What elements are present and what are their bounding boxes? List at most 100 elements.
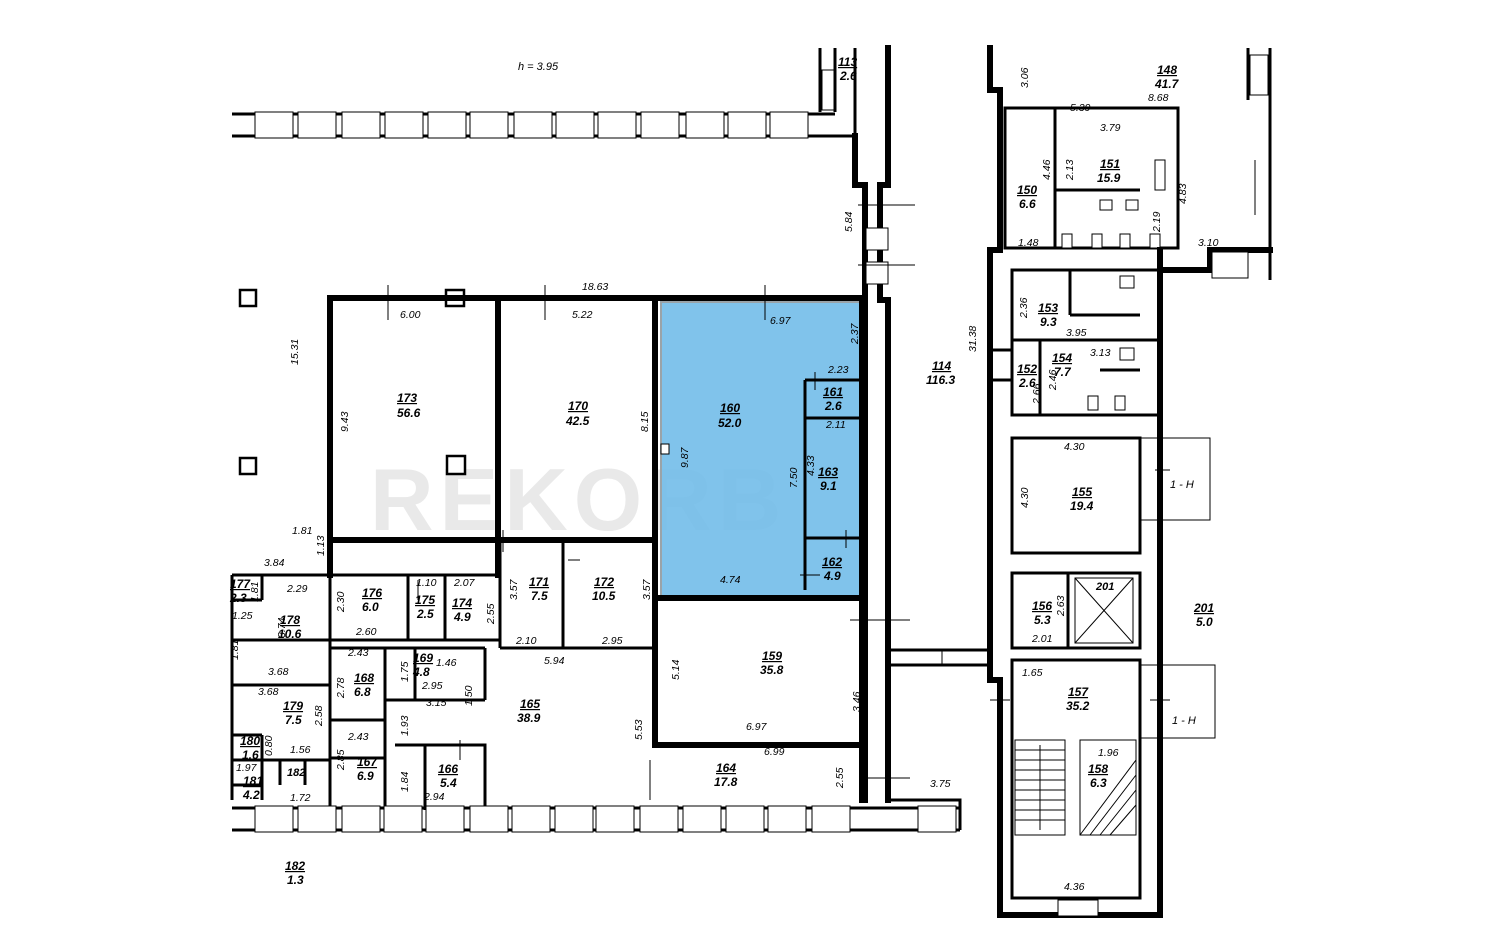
stairs-left [1014,739,1066,836]
svg-text:1.50: 1.50 [463,685,475,706]
elevator-label: 201 [1095,581,1114,593]
svg-text:171: 171 [529,575,549,589]
svg-text:3.68: 3.68 [268,666,289,678]
svg-text:8.68: 8.68 [1148,92,1169,104]
svg-text:1.72: 1.72 [290,792,311,804]
svg-text:35.8: 35.8 [760,663,784,677]
svg-text:2.95: 2.95 [601,635,623,647]
svg-text:4.30: 4.30 [1064,441,1085,453]
svg-text:1.6: 1.6 [242,748,259,762]
svg-text:2.07: 2.07 [453,577,476,589]
svg-text:2.01: 2.01 [1031,633,1052,645]
exit-label-1: 1 - Н [1170,479,1194,491]
svg-text:0.80: 0.80 [263,735,275,756]
svg-text:2.43: 2.43 [347,647,369,659]
svg-text:151: 151 [1100,157,1120,171]
svg-text:31.38: 31.38 [967,326,979,352]
svg-text:201: 201 [1193,601,1214,615]
svg-text:180: 180 [240,734,260,748]
svg-text:165: 165 [520,697,540,711]
svg-text:173: 173 [397,391,417,405]
svg-text:4.46: 4.46 [1041,159,1053,180]
svg-text:5.3: 5.3 [1034,613,1051,627]
svg-text:3.46: 3.46 [851,691,863,712]
svg-text:2.19: 2.19 [1151,211,1163,233]
svg-text:2.5: 2.5 [416,607,434,621]
svg-text:5.53: 5.53 [633,719,645,740]
svg-text:174: 174 [452,596,472,610]
svg-text:153: 153 [1038,301,1058,315]
svg-text:2.6: 2.6 [1018,376,1036,390]
svg-text:2.6: 2.6 [824,399,842,413]
svg-text:5.22: 5.22 [572,309,593,321]
svg-text:2.6: 2.6 [839,69,857,83]
svg-text:116.3: 116.3 [926,373,955,387]
svg-text:1.3: 1.3 [287,873,304,887]
svg-text:172: 172 [594,575,614,589]
svg-text:176: 176 [362,586,382,600]
svg-text:1.81: 1.81 [229,640,241,660]
svg-text:156: 156 [1032,599,1052,613]
svg-text:1.97: 1.97 [236,762,258,774]
dimensions: 18.63 6.00 5.22 6.97 2.23 2.11 4.74 1.81… [229,67,1219,893]
svg-text:3.57: 3.57 [508,578,520,600]
svg-text:166: 166 [438,762,458,776]
svg-text:7.50: 7.50 [788,467,800,488]
svg-text:2.10: 2.10 [515,635,537,647]
room-160-highlight[interactable] [660,301,866,599]
svg-text:152: 152 [1017,362,1037,376]
svg-text:150: 150 [1017,183,1037,197]
svg-text:56.6: 56.6 [397,406,421,420]
svg-text:18.63: 18.63 [582,281,608,293]
svg-text:3.15: 3.15 [426,697,447,709]
svg-text:38.9: 38.9 [517,711,541,725]
svg-text:1.13: 1.13 [315,535,327,556]
svg-text:6.99: 6.99 [764,746,785,758]
svg-text:2.46: 2.46 [1047,369,1059,391]
svg-text:1.25: 1.25 [232,610,253,622]
svg-text:4.30: 4.30 [1019,487,1031,508]
svg-text:4.36: 4.36 [1064,881,1085,893]
svg-text:6.97: 6.97 [746,721,768,733]
svg-text:35.2: 35.2 [1066,699,1090,713]
svg-text:1.75: 1.75 [399,661,411,682]
svg-text:1.65: 1.65 [1022,667,1043,679]
